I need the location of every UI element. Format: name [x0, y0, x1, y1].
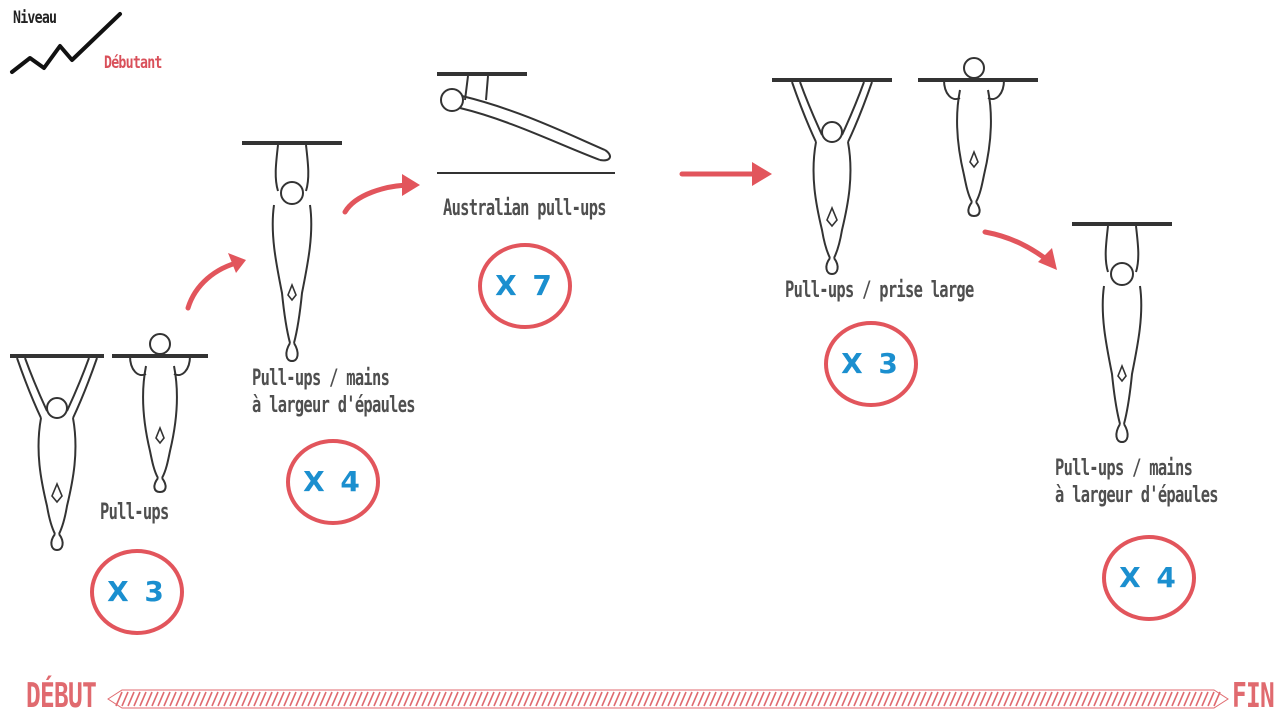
step2-reps: X 4	[288, 447, 378, 517]
step5-label-line2: à largeur d'épaules	[1055, 482, 1218, 509]
step3-figure	[437, 74, 615, 173]
timeline-band	[108, 690, 1228, 708]
step1-label: Pull-ups	[100, 499, 169, 526]
level-label: Niveau	[13, 8, 56, 28]
level-value: Débutant	[104, 53, 162, 73]
timeline-start-label: DÉBUT	[26, 676, 96, 716]
step3-reps: X 7	[480, 251, 570, 321]
timeline-end-label: FIN	[1232, 676, 1274, 716]
arrow-1-icon	[188, 262, 240, 308]
arrow-4-icon	[985, 232, 1050, 262]
step1-reps: X 3	[92, 557, 182, 627]
step4-reps: X 3	[826, 329, 916, 399]
step5-label-line1: Pull-ups / mains	[1055, 455, 1192, 482]
step3-label: Australian pull-ups	[443, 195, 606, 222]
arrow-2-icon	[345, 185, 412, 212]
step5-figure	[1072, 224, 1172, 442]
step2-label-line1: Pull-ups / mains	[252, 365, 389, 392]
step2-label-line2: à largeur d'épaules	[252, 392, 415, 419]
step2-figure	[242, 143, 342, 361]
step4-label: Pull-ups / prise large	[785, 277, 974, 304]
step5-reps: X 4	[1104, 543, 1194, 613]
step4-figures	[772, 58, 1038, 274]
